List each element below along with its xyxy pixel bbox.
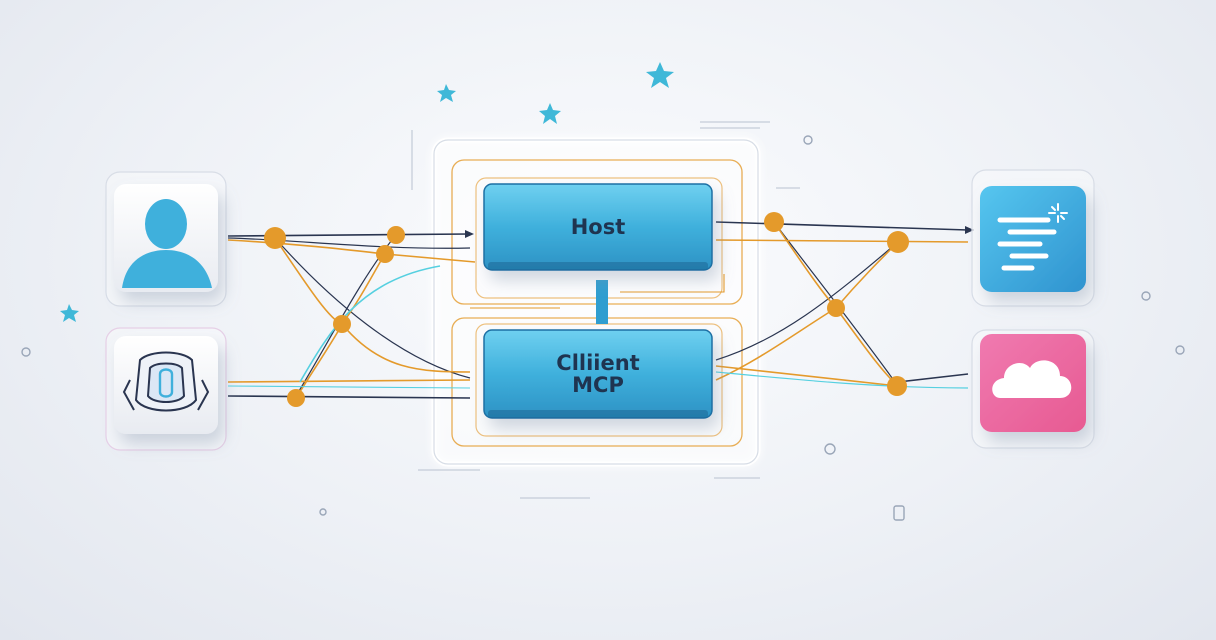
- user-icon: [122, 199, 212, 288]
- shield-tile[interactable]: [105, 327, 227, 451]
- host-label: Host: [571, 215, 626, 239]
- star-icon: [60, 304, 79, 322]
- arrow-right-icon: [465, 230, 474, 238]
- host-box[interactable]: [483, 183, 713, 271]
- cloud-icon: [992, 360, 1072, 398]
- junction-dot: [387, 226, 405, 244]
- host-client-link: [596, 280, 608, 324]
- code-tile[interactable]: [971, 169, 1095, 307]
- arrowheads: [465, 226, 974, 238]
- arrow-right-icon: [965, 226, 974, 234]
- junction-dot: [764, 212, 784, 232]
- junction-dot: [287, 389, 305, 407]
- shield-icon: [122, 351, 210, 412]
- client-label-line1: Clliient: [556, 351, 639, 375]
- junction-dot: [827, 299, 845, 317]
- junction-dot: [333, 315, 351, 333]
- decorative-ticks: [411, 121, 800, 499]
- sparkle-icon: [1048, 203, 1068, 223]
- star-icon: [437, 84, 456, 102]
- cloud-tile[interactable]: [971, 329, 1095, 449]
- client-label-line2: MCP: [572, 373, 624, 397]
- code-icon: [997, 217, 1057, 271]
- decorative-stars: [60, 62, 674, 322]
- star-icon: [539, 103, 561, 124]
- star-icon: [646, 62, 674, 88]
- junction-dot: [887, 231, 909, 253]
- client-mcp-box[interactable]: [483, 329, 713, 419]
- junction-dot: [264, 227, 286, 249]
- junction-dot: [887, 376, 907, 396]
- decorative-dots: [21, 135, 1185, 521]
- user-tile[interactable]: [105, 171, 227, 307]
- junction-dot: [376, 245, 394, 263]
- junction-dots: [264, 212, 909, 407]
